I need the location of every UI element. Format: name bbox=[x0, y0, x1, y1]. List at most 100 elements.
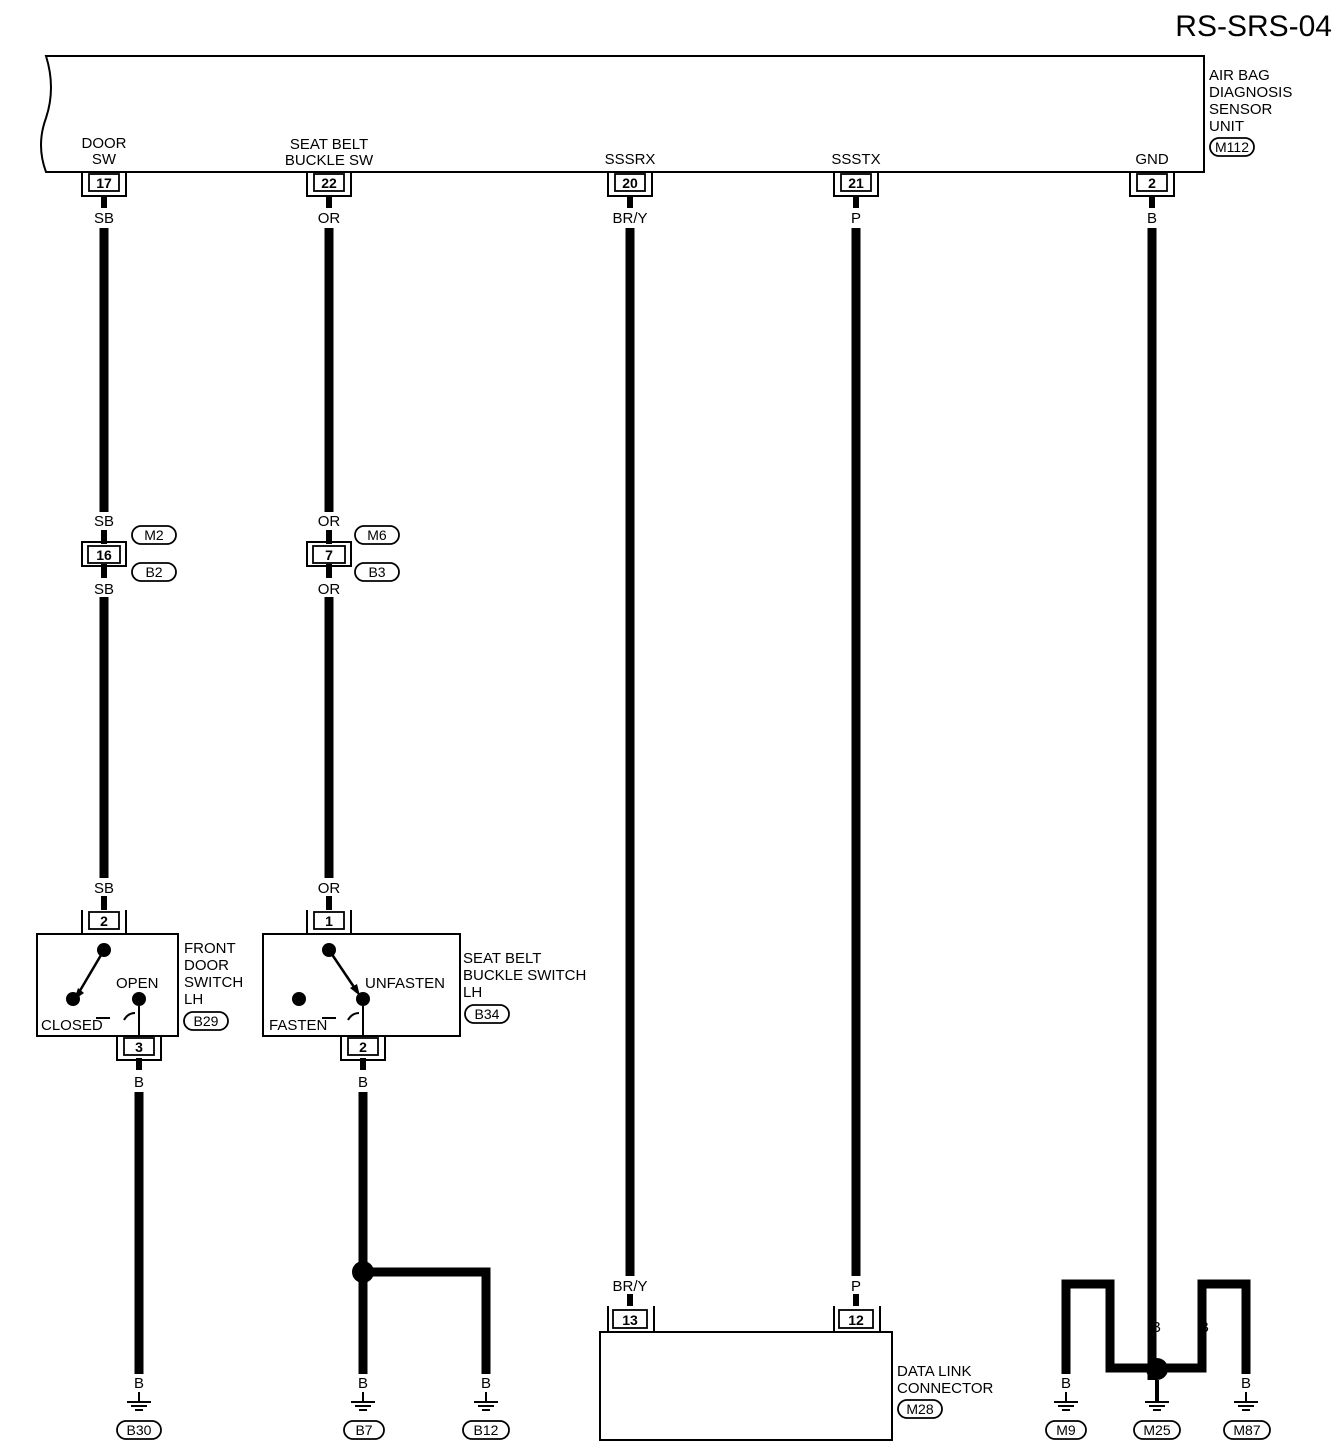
buckle-ground-splice bbox=[352, 1261, 374, 1283]
data-link-connector-body bbox=[599, 1331, 893, 1441]
terminal-pin-22: 22 bbox=[306, 172, 352, 197]
door-switch-connector-label: B29 bbox=[194, 1013, 219, 1029]
buckle-switch-fasten-label: FASTEN bbox=[269, 1017, 327, 1034]
terminal-sssrx-func: SSSRX bbox=[605, 151, 656, 168]
joint-sb-bottom-color: SB bbox=[94, 581, 114, 598]
wire-b-buckle-branch bbox=[363, 1267, 491, 1374]
buckle-switch-link bbox=[347, 1012, 360, 1021]
door-switch-closed-label: CLOSED bbox=[41, 1017, 103, 1034]
joint-or-bottom-color: OR bbox=[318, 581, 341, 598]
door-switch-name-line-2: DOOR bbox=[184, 957, 229, 974]
ground-b7-color: B bbox=[358, 1375, 368, 1392]
buckle-switch-name-line-1: SEAT BELT bbox=[463, 950, 541, 967]
data-link-connector-label: M28 bbox=[906, 1401, 933, 1417]
joint-b2-label: B2 bbox=[145, 564, 162, 580]
unit-name-line-3: SENSOR bbox=[1209, 101, 1273, 118]
page-code: RS-SRS-04 bbox=[1175, 10, 1332, 43]
joint-connector-7: 7 bbox=[306, 541, 352, 567]
joint-m6-label: M6 bbox=[367, 527, 387, 543]
buckle-switch-unfasten-label: UNFASTEN bbox=[365, 975, 445, 992]
wire-color-sb-top: SB bbox=[94, 210, 114, 227]
ground-m9-label: M9 bbox=[1056, 1422, 1076, 1438]
air-bag-diagnosis-sensor-unit: AIR BAG DIAGNOSIS SENSOR UNIT M112 bbox=[40, 55, 1292, 173]
buckle-switch-arrow bbox=[350, 984, 360, 996]
buckle-switch-in-color: OR bbox=[318, 880, 341, 897]
door-switch-name-line-1: FRONT bbox=[184, 940, 236, 957]
door-switch-body bbox=[36, 933, 179, 1037]
joint-b3-tag bbox=[354, 562, 400, 582]
terminal-seat-belt-func-line-2: BUCKLE SW bbox=[285, 152, 374, 169]
wire-color-b-gnd-top: B bbox=[1147, 210, 1157, 227]
wires bbox=[99, 196, 1251, 1380]
buckle-switch-unfasten-contact bbox=[356, 992, 370, 1006]
wire-color-or-top: OR bbox=[318, 210, 341, 227]
joint-m6-tag bbox=[354, 525, 400, 545]
door-switch-open-contact bbox=[132, 992, 146, 1006]
data-link-pin-12-label: 12 bbox=[848, 1312, 864, 1328]
buckle-switch-name-line-2: BUCKLE SWITCH bbox=[463, 967, 586, 984]
buckle-switch-name-line-3: LH bbox=[463, 984, 482, 1001]
door-switch-name-line-3: SWITCH bbox=[184, 974, 243, 991]
door-switch-in-pin-label: 2 bbox=[100, 913, 108, 929]
unit-connector-label: M112 bbox=[1215, 139, 1249, 155]
joint-sb-top-color: SB bbox=[94, 513, 114, 530]
terminal-pin-17: 17 bbox=[81, 172, 127, 197]
joint-connector-16: 16 bbox=[81, 541, 127, 567]
data-link-connector-tag bbox=[897, 1399, 943, 1419]
data-link-name-line-1: DATA LINK bbox=[897, 1363, 971, 1380]
joint-b3-label: B3 bbox=[368, 564, 385, 580]
wire-b-gnd-to-m9 bbox=[1061, 1279, 1152, 1374]
unit-name-line-2: DIAGNOSIS bbox=[1209, 84, 1292, 101]
joint-connector-16-label: 16 bbox=[96, 547, 112, 563]
data-link-p-color: P bbox=[851, 1278, 861, 1295]
buckle-switch-fasten-contact bbox=[292, 992, 306, 1006]
terminal-pin-2: 2 bbox=[1129, 172, 1175, 197]
joint-m2-tag bbox=[131, 525, 177, 545]
data-link-pin-13-label: 13 bbox=[622, 1312, 638, 1328]
buckle-switch-out-pin: 2 bbox=[340, 1036, 386, 1061]
buckle-switch-in-pin: 1 bbox=[306, 910, 352, 935]
ground-b12: B B12 bbox=[462, 1375, 510, 1440]
ground-m9: B M9 bbox=[1045, 1375, 1087, 1440]
terminal-seat-belt-func-line-1: SEAT BELT bbox=[290, 136, 368, 153]
terminal-pin-22-label: 22 bbox=[321, 175, 337, 191]
gnd-bus-color-center: B bbox=[1151, 1319, 1161, 1336]
wire-color-p-top: P bbox=[851, 210, 861, 227]
door-switch-lever bbox=[76, 949, 106, 995]
terminal-gnd-func: GND bbox=[1135, 151, 1169, 168]
door-switch-in-color: SB bbox=[94, 880, 114, 897]
unit-connector-tag bbox=[1209, 137, 1255, 157]
data-link-pin-12: 12 bbox=[833, 1306, 881, 1333]
data-link-bry-color: BR/Y bbox=[612, 1278, 647, 1295]
ground-m87: B M87 bbox=[1223, 1375, 1271, 1440]
door-switch-closed-contact bbox=[66, 992, 80, 1006]
front-door-switch-lh: OPEN CLOSED bbox=[36, 933, 179, 1037]
door-switch-name-line-4: LH bbox=[184, 991, 203, 1008]
unit-body bbox=[40, 55, 1205, 173]
door-switch-link bbox=[123, 1012, 136, 1021]
ground-m25: M25 bbox=[1133, 1380, 1181, 1440]
buckle-switch-out-pin-label: 2 bbox=[359, 1039, 367, 1055]
door-switch-out-pin: 3 bbox=[116, 1036, 162, 1061]
gnd-bus-color-right: B bbox=[1199, 1319, 1209, 1336]
ground-b12-label: B12 bbox=[474, 1422, 499, 1438]
ground-m87-color: B bbox=[1241, 1375, 1251, 1392]
terminal-pin-17-label: 17 bbox=[96, 175, 112, 191]
buckle-switch-lever bbox=[327, 949, 358, 991]
ground-m25-label: M25 bbox=[1143, 1422, 1170, 1438]
buckle-switch-connector-tag bbox=[464, 1004, 510, 1024]
terminal-pin-21-label: 21 bbox=[848, 175, 864, 191]
joint-connector-7-label: 7 bbox=[325, 547, 333, 563]
door-switch-out-color: B bbox=[134, 1074, 144, 1091]
ground-b7-label: B7 bbox=[355, 1422, 372, 1438]
data-link-name-line-2: CONNECTOR bbox=[897, 1380, 994, 1397]
joint-m2-label: M2 bbox=[144, 527, 164, 543]
buckle-switch-connector-label: B34 bbox=[475, 1006, 500, 1022]
ground-b12-color: B bbox=[481, 1375, 491, 1392]
door-switch-out-pin-label: 3 bbox=[135, 1039, 143, 1055]
wire-b-gnd-to-m87 bbox=[1152, 1279, 1251, 1374]
gnd-bus-color-left: B bbox=[1105, 1319, 1115, 1336]
terminal-door-sw-func-line-2: SW bbox=[92, 151, 117, 168]
seat-belt-buckle-switch-lh: UNFASTEN FASTEN bbox=[262, 933, 461, 1037]
